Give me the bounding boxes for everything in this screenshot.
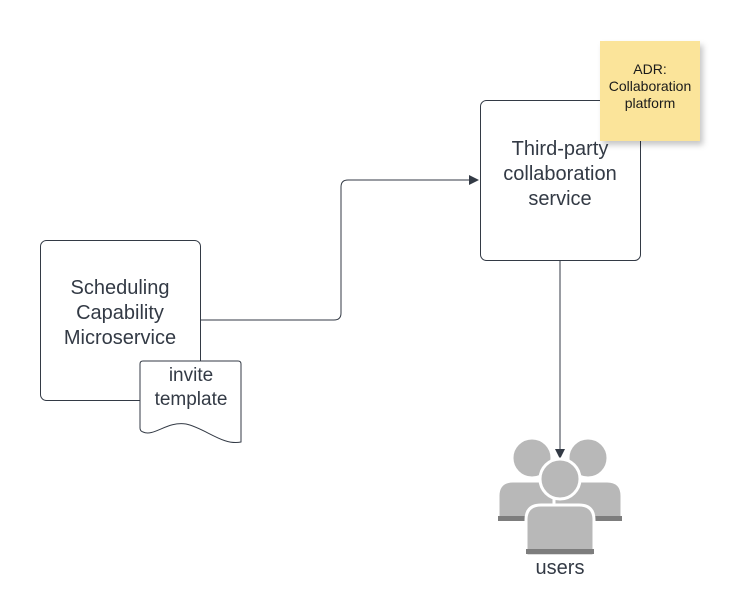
adr-note-label: ADR: Collaboration platform [600,61,700,112]
adr-sticky-note[interactable] [600,41,700,141]
collaboration-service-label-line: service [528,188,592,210]
scheduling-service-label: Scheduling Capability Microservice [40,276,200,351]
users-label: users [535,557,585,579]
invite-template-label-line: template [154,388,228,410]
adr-note-label-line: ADR: [633,61,667,77]
scheduling-service-label-line: Scheduling [70,277,170,299]
connector-scheduling-to-collaboration[interactable] [201,175,479,321]
collaboration-service-label: Third-party collaboration service [480,137,640,212]
adr-note-label-line: platform [624,95,676,112]
scheduling-service-label-line: Capability [76,302,164,324]
scheduling-service-label-line: Microservice [63,327,177,349]
users-group-icon[interactable] [496,436,624,558]
adr-note-label-line: Collaboration [608,78,692,95]
invite-template-label-line: invite [168,365,214,386]
invite-template-label: invite template [140,364,242,412]
collaboration-service-label-line: collaboration [503,163,617,185]
invite-template-document[interactable] [139,360,242,444]
collaboration-service-label-line: Third-party [511,138,609,160]
